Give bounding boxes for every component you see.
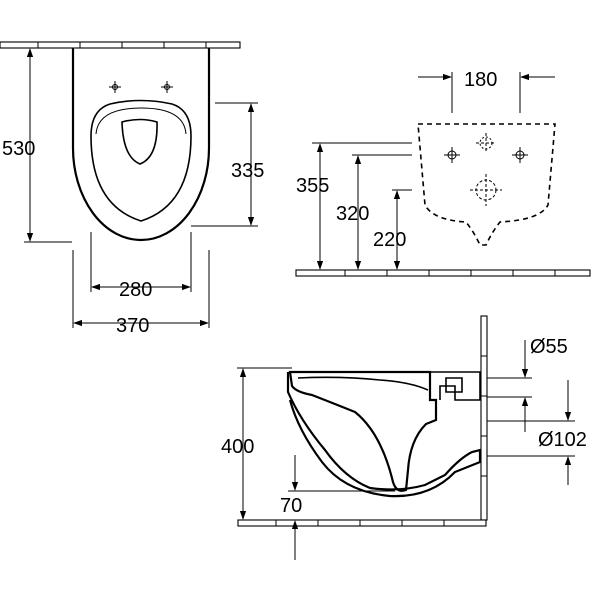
bowl-rear-dashed-outline: [417, 123, 556, 246]
inlet-spud: [445, 377, 463, 393]
bowl-outline: [71, 48, 211, 242]
fixing-hole-right: [161, 81, 173, 93]
dim-220: 220: [373, 190, 406, 270]
dim-diameter-102: Ø102: [487, 380, 587, 485]
dim-530: 530: [2, 48, 72, 243]
dim-70-label: 70: [280, 495, 302, 517]
dim-diameter-55-label: Ø55: [530, 336, 568, 358]
top-view-wall: [0, 41, 241, 49]
side-view-floor: [237, 519, 487, 527]
fixing-point-left: [444, 147, 460, 163]
bowl-water-area: [121, 118, 158, 165]
dim-280: 280: [90, 232, 192, 301]
wall-view: 180 355 320 220: [295, 69, 591, 277]
dim-530-label: 530: [2, 138, 35, 160]
side-view-wall: [480, 315, 488, 521]
dim-diameter-102-label: Ø102: [538, 429, 587, 451]
dim-320-label: 320: [336, 203, 369, 225]
dim-355-label: 355: [296, 175, 329, 197]
dim-320: 320: [336, 155, 369, 270]
top-view: 530 335 280 370: [0, 41, 264, 337]
dim-70: 70: [280, 455, 395, 560]
fixing-hole-left: [109, 81, 121, 93]
fixing-point-right: [512, 147, 528, 163]
dim-220-label: 220: [373, 229, 406, 251]
dim-180: 180: [418, 69, 555, 113]
outlet-point: [470, 174, 502, 206]
wall-view-floor: [295, 269, 591, 277]
dim-335: 335: [191, 102, 264, 227]
dim-180-label: 180: [464, 69, 497, 91]
dim-355: 355: [296, 143, 329, 270]
bowl-profile-body: [286, 372, 482, 498]
dim-400-label: 400: [221, 436, 254, 458]
fixing-point-top: [476, 133, 496, 153]
dim-400: 400: [221, 367, 292, 520]
dim-370: 370: [72, 250, 210, 337]
dim-370-label: 370: [116, 315, 149, 337]
side-view: 400 70 Ø55 Ø102: [221, 315, 587, 560]
dim-280-label: 280: [119, 279, 152, 301]
seat-inner-opening: [95, 107, 187, 135]
rear-connection: [430, 371, 481, 401]
seat-opening: [90, 99, 192, 222]
bowl-profile-outer: [288, 370, 438, 492]
bowl-rim-line: [297, 376, 429, 391]
dim-335-label: 335: [231, 160, 264, 182]
dim-diameter-55: Ø55: [487, 336, 568, 432]
